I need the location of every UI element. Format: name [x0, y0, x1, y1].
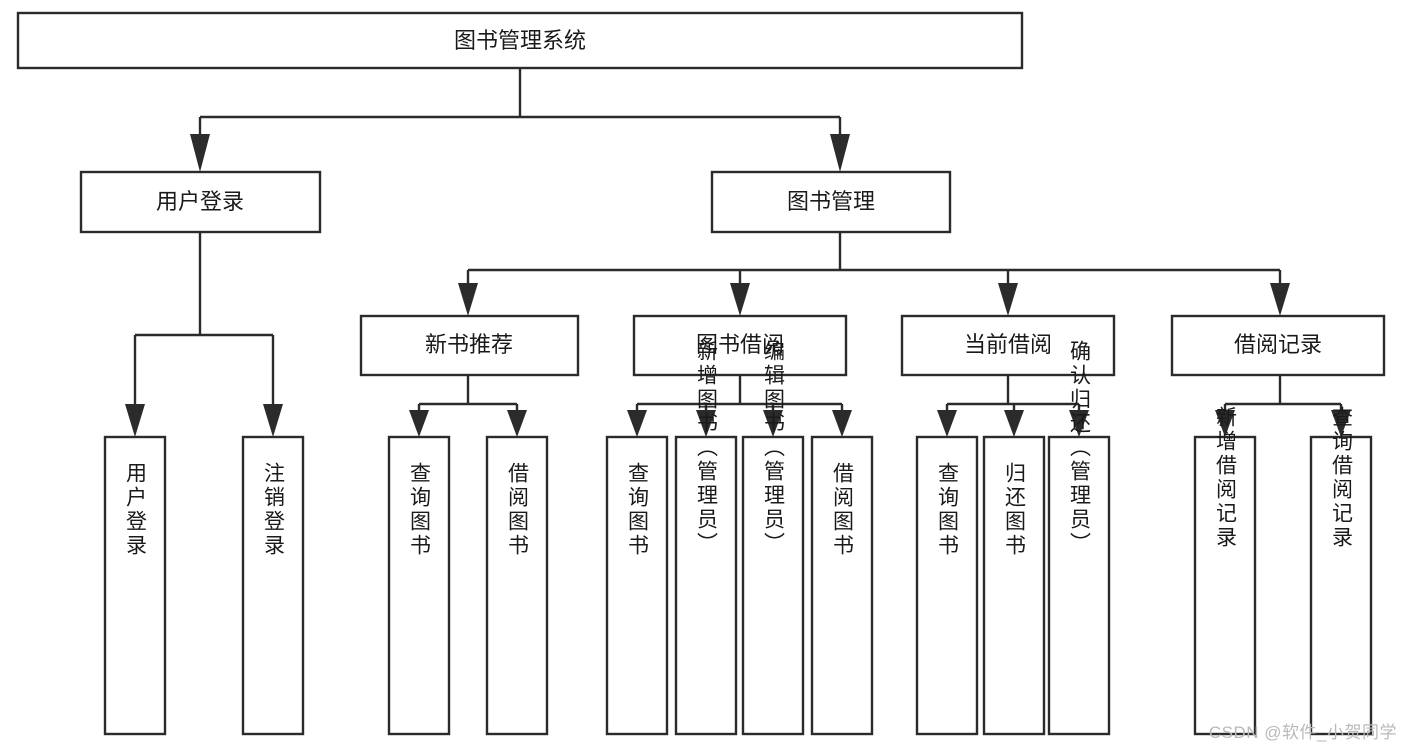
leaf-user-login-box[interactable]: [103, 435, 167, 736]
leaf-node-confirm-return[interactable]: 确认归还（管理员）: [1047, 340, 1111, 736]
connector-root-to-level2: [190, 68, 850, 172]
arrow-head-book-borrow: [730, 283, 750, 316]
node-new-book-recommend[interactable]: 新书推荐: [359, 314, 580, 377]
node-book-management-label: 图书管理: [787, 189, 875, 214]
arrow-head-leaf-borrow-book-2: [832, 410, 852, 437]
arrow-head-leaf-confirm-return: [1069, 410, 1089, 437]
arrow-head-leaf-user-login: [125, 404, 145, 437]
csdn-watermark: CSDN @软件_小贺同学: [1208, 723, 1397, 742]
arrow-head-leaf-logout: [263, 404, 283, 437]
node-root-book-management-system[interactable]: 图书管理系统: [16, 11, 1024, 70]
leaf-add-book-box[interactable]: [674, 435, 738, 736]
leaf-edit-book-box[interactable]: [741, 435, 805, 736]
leaf-query-record-label: 查询借阅记录: [1330, 406, 1354, 550]
connector-bookborrow-to-leaves: [627, 375, 852, 437]
leaf-node-borrow-book[interactable]: 借阅图书: [810, 435, 874, 736]
node-current-borrow[interactable]: 当前借阅: [900, 314, 1116, 377]
leaf-node-query-book-borrow[interactable]: 查询图书: [605, 435, 669, 736]
leaf-node-user-login[interactable]: 用户登录: [103, 435, 167, 736]
leaf-borrow-book-2-box[interactable]: [810, 435, 874, 736]
node-current-borrow-box[interactable]: [900, 314, 1116, 377]
leaf-node-query-book-recommend[interactable]: 查询图书: [387, 435, 451, 736]
node-new-book-recommend-label: 新书推荐: [425, 332, 513, 357]
leaf-node-query-book-current[interactable]: 查询图书: [915, 435, 979, 736]
leaf-confirm-return-box[interactable]: [1047, 435, 1111, 736]
leaf-add-book-label: 新增图书（管理员）: [695, 340, 719, 556]
leaf-node-borrow-book-recommend[interactable]: 借阅图书: [485, 435, 549, 736]
leaf-query-book-3-label: 查询图书: [936, 462, 960, 558]
arrow-head-leaf-query-book-1: [409, 410, 429, 437]
arrow-head-new-book: [458, 283, 478, 316]
connector-borrowrecord-to-leaves: [1215, 375, 1351, 437]
node-root-label: 图书管理系统: [454, 28, 586, 53]
node-book-borrow-box[interactable]: [632, 314, 848, 377]
leaf-node-return-book[interactable]: 归还图书: [982, 435, 1046, 736]
arrow-head-borrow-record: [1270, 283, 1290, 316]
leaf-node-edit-book[interactable]: 编辑图书（管理员）: [741, 340, 805, 736]
leaf-query-record-box[interactable]: [1309, 435, 1373, 736]
arrow-head-leaf-query-book-2: [627, 410, 647, 437]
leaf-query-book-1-label: 查询图书: [408, 462, 432, 558]
node-new-book-recommend-box[interactable]: [359, 314, 580, 377]
leaf-query-book-3-box[interactable]: [915, 435, 979, 736]
arrow-head-leaf-query-record: [1331, 410, 1351, 437]
node-borrow-record-label: 借阅记录: [1234, 332, 1322, 357]
node-root-box[interactable]: [16, 11, 1024, 70]
leaf-node-logout[interactable]: 注销登录: [241, 435, 305, 736]
node-borrow-record[interactable]: 借阅记录: [1170, 314, 1386, 377]
node-user-login-box[interactable]: [79, 170, 322, 234]
leaf-borrow-book-1-label: 借阅图书: [506, 462, 530, 558]
arrow-head-current-borrow: [998, 283, 1018, 316]
leaf-borrow-book-1-box[interactable]: [485, 435, 549, 736]
node-book-management[interactable]: 图书管理: [710, 170, 952, 234]
arrow-head-leaf-return-book: [1004, 410, 1024, 437]
leaf-user-login-label: 用户登录: [124, 462, 148, 558]
arrow-head-leaf-edit-book: [763, 410, 783, 437]
leaf-query-book-2-box[interactable]: [605, 435, 669, 736]
node-book-management-box[interactable]: [710, 170, 952, 234]
leaf-query-book-2-label: 查询图书: [626, 462, 650, 558]
leaf-query-book-1-box[interactable]: [387, 435, 451, 736]
leaf-node-add-book[interactable]: 新增图书（管理员）: [674, 340, 738, 736]
connector-newbook-to-leaves: [409, 375, 527, 437]
connector-bookmanage-to-level3: [458, 232, 1290, 316]
leaf-logout-box[interactable]: [241, 435, 305, 736]
leaf-return-book-box[interactable]: [982, 435, 1046, 736]
leaf-node-query-borrow-record[interactable]: 查询借阅记录: [1309, 406, 1373, 736]
node-current-borrow-label: 当前借阅: [964, 332, 1052, 357]
arrow-head-user-login: [190, 134, 210, 172]
leaf-logout-label: 注销登录: [262, 462, 286, 558]
leaf-borrow-book-2-label: 借阅图书: [831, 462, 855, 558]
leaf-add-record-label: 新增借阅记录: [1214, 406, 1238, 550]
leaf-edit-book-label: 编辑图书（管理员）: [762, 340, 786, 556]
arrow-head-leaf-add-record: [1215, 410, 1235, 437]
leaf-node-add-borrow-record[interactable]: 新增借阅记录: [1193, 406, 1257, 736]
arrow-head-leaf-query-book-3: [937, 410, 957, 437]
node-book-borrow[interactable]: 图书借阅: [632, 314, 848, 377]
leaf-add-record-box[interactable]: [1193, 435, 1257, 736]
leaf-confirm-return-label: 确认归还（管理员）: [1068, 340, 1092, 556]
connector-userlogin-to-leaves: [125, 232, 283, 437]
node-user-login[interactable]: 用户登录: [79, 170, 322, 234]
node-user-login-label: 用户登录: [156, 189, 244, 214]
node-borrow-record-box[interactable]: [1170, 314, 1386, 377]
leaf-return-book-label: 归还图书: [1003, 462, 1027, 558]
connector-currentborrow-to-leaves: [937, 375, 1089, 437]
arrow-head-book-manage: [830, 134, 850, 172]
arrow-head-leaf-add-book: [696, 410, 716, 437]
node-book-borrow-label: 图书借阅: [696, 332, 784, 357]
arrow-head-leaf-borrow-book-1: [507, 410, 527, 437]
